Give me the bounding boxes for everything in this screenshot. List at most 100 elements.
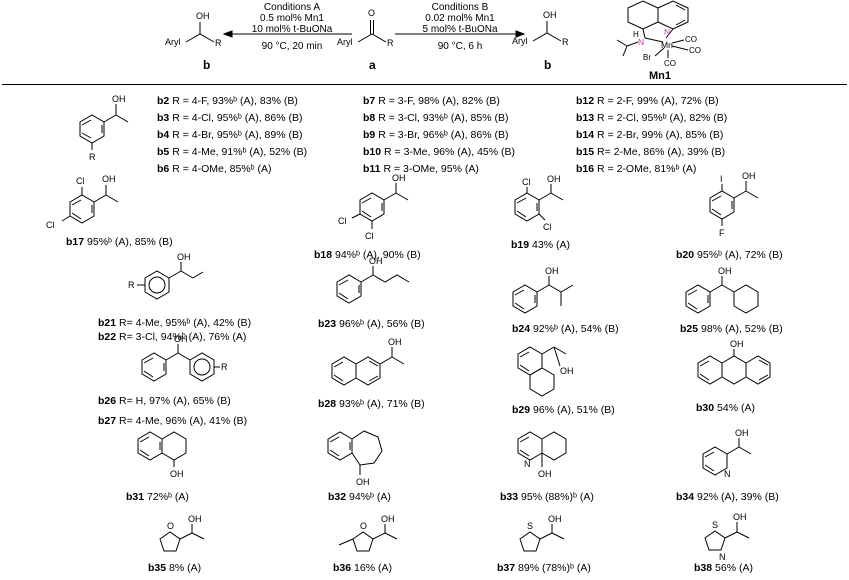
cl-atom: Cl xyxy=(365,231,374,241)
aryl-label-center: Aryl xyxy=(337,37,353,47)
h-atom: H xyxy=(633,30,639,39)
row-b5: b5 R = 4-Me, 91%ᵇ (A), 52% (B) xyxy=(157,146,308,158)
structure-b32: OH xyxy=(327,430,383,487)
catalyst-label: Mn1 xyxy=(649,70,671,82)
row-b13: b13 R = 2-Cl, 95%ᵇ (A), 82% (B) xyxy=(576,112,728,124)
n-ligand-2: N xyxy=(664,27,670,37)
n-ligand-1: N xyxy=(638,37,644,47)
label-b-left: b xyxy=(203,58,211,72)
o-label-center: O xyxy=(368,8,375,18)
conditions-a-line2: 10 mol% t-BuONa xyxy=(251,24,333,35)
row-b3: b3 R = 4-Cl, 95%ᵇ (A), 86% (B) xyxy=(157,112,303,124)
conditions-b-title: Conditions B xyxy=(431,2,489,13)
row-b14: b14 R = 2-Br, 99% (A), 85% (B) xyxy=(576,129,724,141)
conditions-a-title: Conditions A xyxy=(263,2,321,13)
aryl-label-left: Aryl xyxy=(165,37,181,47)
structure-b21-b22: R OH xyxy=(128,252,204,300)
oh-label: OH xyxy=(560,366,574,376)
caption-b36: b36 16% (A) xyxy=(333,562,392,574)
caption-b34: b34 92% (A), 39% (B) xyxy=(676,491,779,503)
conditions-b-line3: 90 °C, 6 h xyxy=(437,41,483,52)
oh-label: OH xyxy=(733,512,747,522)
caption-b32: b32 94%ᵇ (A) xyxy=(328,491,391,503)
structure-b33: N OH xyxy=(517,431,567,479)
structure-b17: Cl Cl OH xyxy=(46,174,119,230)
oh-label: OH xyxy=(388,337,402,347)
r-label: R xyxy=(221,362,228,372)
r-label-left: R xyxy=(215,38,222,48)
row-b8: b8 R = 3-Cl, 93%ᵇ (A), 85% (B) xyxy=(363,112,509,124)
co-3: CO xyxy=(664,59,676,68)
conditions-a: Conditions A 0.5 mol% Mn1 10 mol% t-BuON… xyxy=(232,2,352,35)
conditions-b-line2: 5 mol% t-BuONa xyxy=(422,24,498,35)
oh-label-left: OH xyxy=(196,11,210,21)
r-label-center: R xyxy=(387,38,394,48)
structure-b23: OH xyxy=(336,256,410,304)
caption-b35: b35 8% (A) xyxy=(148,562,202,574)
row-b4: b4 R = 4-Br, 95%ᵇ (A), 89% (B) xyxy=(157,129,303,141)
conditions-a-line1: 0.5 mol% Mn1 xyxy=(260,13,324,24)
n-atom: N xyxy=(724,469,731,479)
i-atom: I xyxy=(720,174,723,184)
structure-b34: N OH xyxy=(702,428,752,479)
label-b-right: b xyxy=(544,58,552,72)
caption-b24: b24 92%ᵇ (A), 54% (B) xyxy=(512,323,619,335)
caption-b17: b17 95%ᵇ (A), 85% (B) xyxy=(66,236,173,248)
oh-label: OH xyxy=(174,334,188,344)
row-b10: b10 R = 3-Me, 96% (A), 45% (B) xyxy=(363,146,516,158)
br-atom: Br xyxy=(643,53,651,62)
r-label-right: R xyxy=(562,37,569,47)
oh-label: OH xyxy=(356,477,370,487)
structure-b26-b27: OH R xyxy=(141,334,228,382)
structure-b30: OH xyxy=(697,339,771,385)
row-b6: b6 R = 4-OMe, 85%ᵇ (A) xyxy=(157,163,272,175)
structure-b36: O OH xyxy=(338,514,398,552)
oh-label: OH xyxy=(742,171,756,181)
cl-atom: Cl xyxy=(543,222,552,232)
structure-b31: OH xyxy=(137,431,187,479)
conditions-a-line3: 90 °C, 20 min xyxy=(261,41,323,52)
oh-label: OH xyxy=(170,469,184,479)
oh-label: OH xyxy=(177,252,191,262)
oh-label: OH xyxy=(188,514,202,524)
oh-label: OH xyxy=(730,339,744,349)
general-aryl-structure: OH R xyxy=(79,94,129,162)
divider-line xyxy=(2,84,847,85)
co-2: CO xyxy=(689,46,701,55)
caption-b28: b28 93%ᵇ (A), 71% (B) xyxy=(318,398,425,410)
mn1-catalyst-structure: Mn H N N CO CO CO Br xyxy=(616,0,701,68)
structure-b29: OH xyxy=(517,346,574,397)
row-b2: b2 R = 4-F, 93%ᵇ (A), 83% (B) xyxy=(157,95,298,107)
caption-b38: b38 56% (A) xyxy=(694,562,753,574)
cl-atom: Cl xyxy=(46,220,55,230)
n-atom: N xyxy=(719,552,726,562)
caption-b21: b21 R= 4-Me, 95%ᵇ (A), 42% (B) xyxy=(98,317,252,329)
structure-b24: OH xyxy=(512,266,574,314)
cl-atom: Cl xyxy=(338,216,347,226)
caption-b31: b31 72%ᵇ (A) xyxy=(126,491,189,503)
caption-b27: b27 R= 4-Me, 96% (A), 41% (B) xyxy=(98,415,248,427)
cl-atom: Cl xyxy=(76,176,85,186)
f-atom: F xyxy=(719,228,725,238)
oh-label: OH xyxy=(545,266,559,276)
oh-label: OH xyxy=(548,514,562,524)
row-b11: b11 R = 3-OMe, 95% (A) xyxy=(363,163,479,175)
label-a-center: a xyxy=(369,58,376,72)
caption-b22: b22 R= 3-Cl, 94%ᵇ (A), 76% (A) xyxy=(98,331,247,343)
oh-label: OH xyxy=(112,94,126,104)
caption-b18: b18 94%ᵇ (A), 90% (B) xyxy=(314,249,421,261)
caption-b23: b23 96%ᵇ (A), 56% (B) xyxy=(318,318,425,330)
oh-label-right: OH xyxy=(543,10,557,20)
reaction-scheme-graphic: Aryl OH R Aryl O R Aryl OH R Mn H N N CO xyxy=(165,0,701,68)
oh-label: OH xyxy=(381,514,395,524)
oh-label: OH xyxy=(369,256,383,266)
caption-b37: b37 89% (78%)ᵇ (A) xyxy=(497,562,591,574)
structure-b38: S N OH xyxy=(704,512,750,562)
caption-b30: b30 54% (A) xyxy=(696,402,755,414)
caption-b20: b20 95%ᵇ (A), 72% (B) xyxy=(676,249,783,261)
structure-b28: OH xyxy=(331,337,405,386)
conditions-b: Conditions B 0.02 mol% Mn1 5 mol% t-BuON… xyxy=(400,2,520,35)
cl-atom: Cl xyxy=(522,177,531,187)
o-atom: O xyxy=(360,521,367,531)
caption-b25: b25 98% (A), 52% (B) xyxy=(680,323,783,335)
